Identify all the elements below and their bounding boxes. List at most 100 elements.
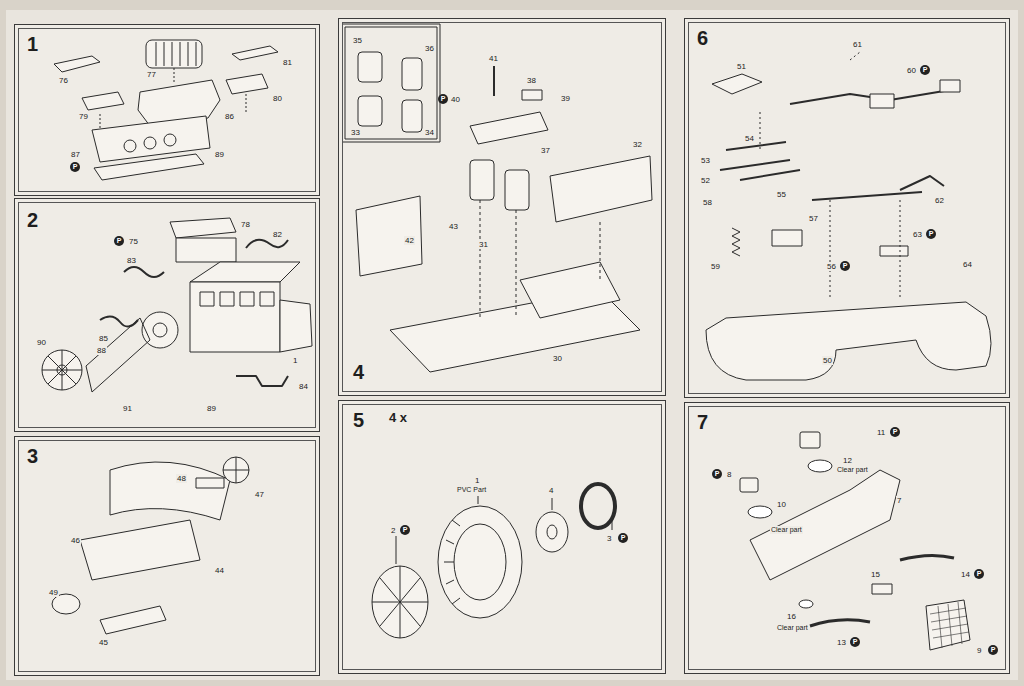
paint-marker: P (712, 469, 722, 479)
callout-number: 3 (606, 534, 612, 543)
callout-number: 11 (876, 428, 886, 437)
callout-number: 76 (58, 76, 69, 85)
callout-number: 86 (224, 112, 235, 121)
paint-marker: P (974, 569, 984, 579)
step-panel: 5 (338, 400, 666, 674)
callout-number: 57 (808, 214, 819, 223)
step-panel: 1 (14, 24, 320, 196)
callout-number: 14 (960, 570, 971, 579)
callout-number: 13 (836, 638, 847, 647)
step-number: 3 (25, 445, 40, 467)
callout-number: 16 (786, 612, 797, 621)
step-number: 4 (351, 361, 366, 383)
callout-number: 82 (272, 230, 283, 239)
paint-marker: P (70, 162, 80, 172)
paint-marker: P (926, 229, 936, 239)
callout-number: 9 (976, 646, 982, 655)
callout-number: 48 (176, 474, 187, 483)
callout-number: 75 (128, 237, 139, 246)
callout-number: 54 (744, 134, 755, 143)
callout-number: 15 (870, 570, 881, 579)
callout-number: 59 (710, 262, 721, 271)
callout-number: 36 (424, 44, 435, 53)
callout-number: 60 (906, 66, 917, 75)
callout-number: 43 (448, 222, 459, 231)
callout-number: 35 (352, 36, 363, 45)
callout-number: 63 (912, 230, 923, 239)
callout-number: 7 (896, 496, 902, 505)
callout-number: 51 (736, 62, 747, 71)
callout-number: 42 (404, 236, 415, 245)
callout-number: 40 (450, 95, 461, 104)
callout-number: 33 (350, 128, 361, 137)
callout-number: 45 (98, 638, 109, 647)
paint-marker: P (890, 427, 900, 437)
callout-number: 81 (282, 58, 293, 67)
callout-number: 88 (96, 346, 107, 355)
step-number: 2 (25, 209, 40, 231)
paint-marker: P (618, 533, 628, 543)
step-number: 1 (25, 33, 40, 55)
callout-number: 47 (254, 490, 265, 499)
callout-number: 50 (822, 356, 833, 365)
callout-number: 41 (488, 54, 499, 63)
step-panel: 7 (684, 402, 1010, 674)
callout-number: 58 (702, 198, 713, 207)
callout-number: 12 (842, 456, 853, 465)
step-number: 7 (695, 411, 710, 433)
paint-marker: P (850, 637, 860, 647)
callout-number: 61 (852, 40, 863, 49)
part-note: Clear part (770, 526, 803, 534)
callout-number: 84 (298, 382, 309, 391)
callout-number: 52 (700, 176, 711, 185)
callout-number: 77 (146, 70, 157, 79)
callout-number: 44 (214, 566, 225, 575)
callout-number: 91 (122, 404, 133, 413)
callout-number: 83 (126, 256, 137, 265)
callout-number: 1 (474, 476, 480, 485)
callout-number: 79 (78, 112, 89, 121)
callout-number: 89 (214, 150, 225, 159)
quantity-note: 4 x (388, 410, 408, 425)
step-panel: 6 (684, 18, 1010, 398)
callout-number: 49 (48, 588, 59, 597)
callout-number: 78 (240, 220, 251, 229)
part-note: PVC Part (456, 486, 487, 494)
callout-number: 34 (424, 128, 435, 137)
paint-marker: P (840, 261, 850, 271)
callout-number: 62 (934, 196, 945, 205)
step-panel: 4 (338, 18, 666, 396)
callout-number: 55 (776, 190, 787, 199)
callout-number: 53 (700, 156, 711, 165)
callout-number: 38 (526, 76, 537, 85)
callout-number: 87 (70, 150, 81, 159)
callout-number: 31 (478, 240, 489, 249)
callout-number: 2 (390, 526, 396, 535)
paint-marker: P (988, 645, 998, 655)
paint-marker: P (920, 65, 930, 75)
callout-number: 37 (540, 146, 551, 155)
step-number: 5 (351, 409, 366, 431)
callout-number: 10 (776, 500, 787, 509)
paint-marker: P (400, 525, 410, 535)
callout-number: 32 (632, 140, 643, 149)
callout-number: 90 (36, 338, 47, 347)
step-panel: 3 (14, 436, 320, 676)
callout-number: 30 (552, 354, 563, 363)
callout-number: 46 (70, 536, 81, 545)
part-note: Clear part (836, 466, 869, 474)
callout-number: 8 (726, 470, 732, 479)
callout-number: 85 (98, 334, 109, 343)
callout-number: 80 (272, 94, 283, 103)
callout-number: 64 (962, 260, 973, 269)
callout-number: 89 (206, 404, 217, 413)
callout-number: 4 (548, 486, 554, 495)
step-number: 6 (695, 27, 710, 49)
part-note: Clear part (776, 624, 809, 632)
callout-number: 56 (826, 262, 837, 271)
paint-marker: P (438, 94, 448, 104)
paint-marker: P (114, 236, 124, 246)
callout-number: 1 (292, 356, 298, 365)
callout-number: 39 (560, 94, 571, 103)
